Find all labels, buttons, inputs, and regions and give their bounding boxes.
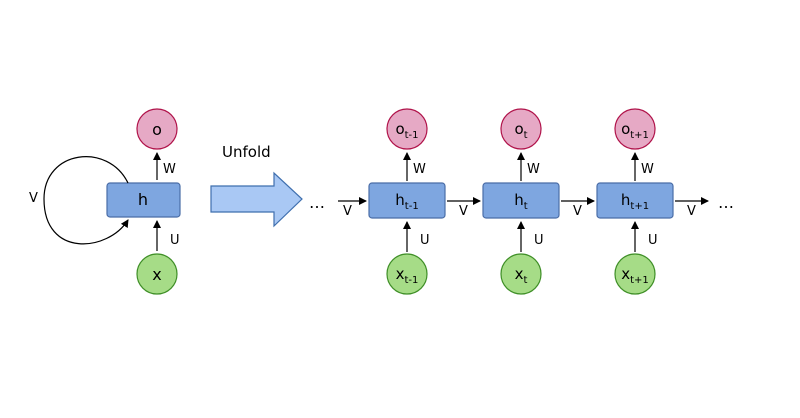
- output-label-subscript: t: [524, 130, 528, 141]
- hidden-label-base: h: [514, 191, 524, 209]
- hidden-label-base: h: [621, 191, 631, 209]
- hidden-label: ht: [514, 191, 528, 212]
- unfold-label: Unfold: [222, 143, 271, 161]
- output-node: [500, 108, 542, 150]
- recurrent-weight-label: V: [459, 204, 468, 219]
- input-node: [500, 253, 542, 295]
- hidden-label-subscript: t-1: [405, 201, 419, 212]
- folded-input-weight-label: U: [170, 233, 180, 248]
- input-node: [386, 253, 428, 295]
- hidden-label-subscript: t: [524, 201, 528, 212]
- input-label-base: x: [621, 265, 630, 283]
- recurrent-weight-label: V: [573, 204, 582, 219]
- folded-recurrent-loop: [43, 156, 129, 245]
- output-label: ot: [514, 120, 527, 141]
- output-label-base: o: [621, 120, 630, 138]
- input-weight-label: U: [648, 233, 658, 248]
- input-label-subscript: t: [523, 275, 527, 286]
- trailing-ellipsis: …: [718, 193, 734, 212]
- folded-input-node: [136, 253, 178, 295]
- input-label-subscript: t+1: [630, 275, 649, 286]
- folded-hidden-label: h: [138, 190, 148, 209]
- folded-input-label: x: [152, 265, 161, 284]
- output-node: [386, 108, 428, 150]
- hidden-label-base: h: [395, 191, 405, 209]
- hidden-node: [482, 182, 560, 219]
- recurrent-weight-label: V: [687, 204, 696, 219]
- input-label: xt-1: [396, 265, 419, 286]
- output-label-base: o: [395, 120, 404, 138]
- output-label-base: o: [514, 120, 523, 138]
- input-weight-label: U: [534, 233, 544, 248]
- hidden-label: ht+1: [621, 191, 649, 212]
- incoming-recurrent-weight-label: V: [343, 204, 352, 219]
- leading-ellipsis: …: [309, 193, 325, 212]
- input-weight-label: U: [420, 233, 430, 248]
- hidden-node: [368, 182, 446, 219]
- output-label: ot+1: [621, 120, 649, 141]
- input-label-base: x: [515, 265, 524, 283]
- unfold-arrow: [210, 171, 303, 228]
- hidden-node: [596, 182, 674, 219]
- folded-hidden-node: [106, 182, 181, 218]
- output-label-subscript: t+1: [630, 130, 649, 141]
- output-weight-label: W: [641, 162, 654, 177]
- input-label-subscript: t-1: [404, 275, 418, 286]
- output-label-subscript: t-1: [405, 130, 419, 141]
- output-weight-label: W: [413, 162, 426, 177]
- output-weight-label: W: [527, 162, 540, 177]
- output-node: [614, 108, 656, 150]
- input-node: [614, 253, 656, 295]
- input-label: xt: [515, 265, 528, 286]
- folded-output-weight-label: W: [163, 162, 176, 177]
- input-label: xt+1: [621, 265, 649, 286]
- input-label-base: x: [396, 265, 405, 283]
- folded-output-label: o: [152, 120, 162, 139]
- folded-recurrent-weight-label: V: [29, 191, 38, 206]
- hidden-label-subscript: t+1: [630, 201, 649, 212]
- folded-rnn: o W h V U x: [29, 108, 181, 295]
- hidden-label: ht-1: [395, 191, 418, 212]
- output-label: ot-1: [395, 120, 418, 141]
- unfolded-rnn: … V ot-1Wht-1Uxt-1VotWhtUxtVot+1Wht+1Uxt…: [309, 108, 734, 295]
- folded-output-node: [136, 108, 178, 150]
- unfold-transition: Unfold: [210, 143, 303, 228]
